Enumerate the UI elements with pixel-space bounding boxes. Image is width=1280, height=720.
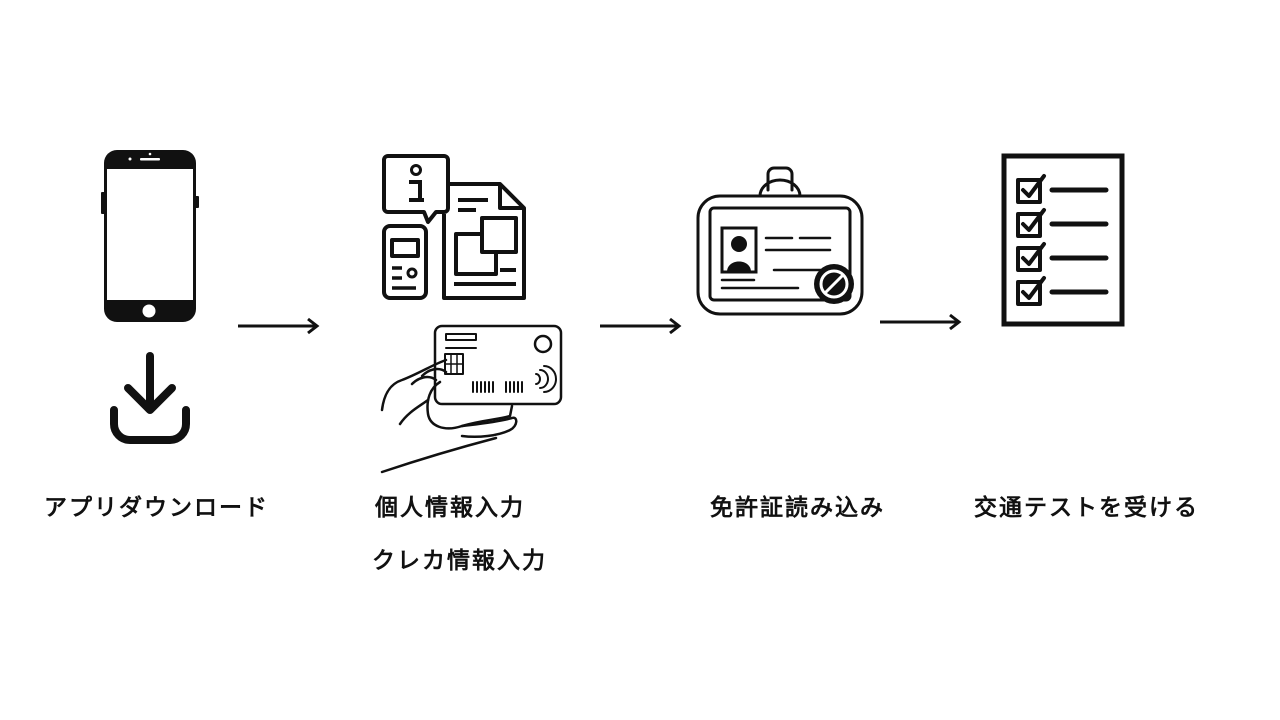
step-label-traffic-test: 交通テストを受ける xyxy=(974,495,1199,521)
arrow-right-icon xyxy=(600,317,682,335)
personal-info-documents-icon xyxy=(382,154,526,300)
arrow-right-icon xyxy=(880,313,962,331)
id-card-badge-icon xyxy=(696,166,864,316)
arrow-right-icon xyxy=(238,317,320,335)
credit-card-in-hand-icon xyxy=(380,324,563,474)
step-label-license-scan: 免許証読み込み xyxy=(710,495,885,521)
download-icon xyxy=(110,352,190,444)
step-label-credit-card-info: クレカ情報入力 xyxy=(372,548,547,574)
step-label-app-download: アプリダウンロード xyxy=(44,495,269,521)
checklist-icon xyxy=(1001,153,1125,327)
smartphone-icon xyxy=(101,150,199,322)
step-label-personal-info: 個人情報入力 xyxy=(375,495,525,521)
